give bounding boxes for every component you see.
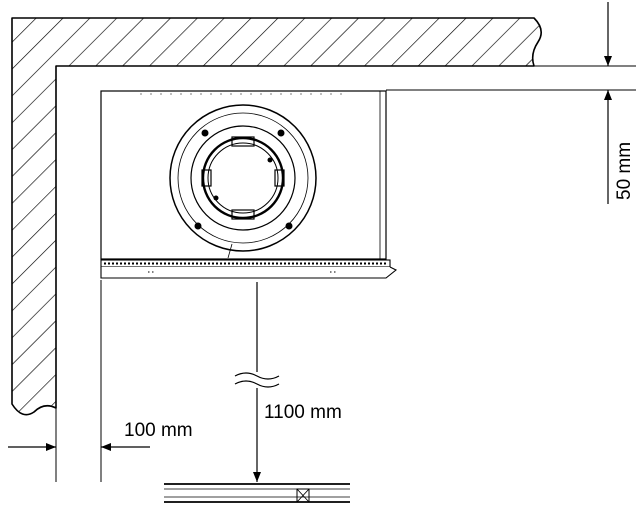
mounting-ring-outer xyxy=(169,104,317,252)
flange-tab-right xyxy=(274,169,285,187)
ceiling-clearance-label: 50 mm xyxy=(614,142,635,200)
floor-box-symbol xyxy=(296,488,310,503)
floor-reference xyxy=(164,483,350,503)
mounting-ring-inner xyxy=(190,125,296,231)
flange-screw-lower xyxy=(213,195,219,201)
mounting-height-label: 1100 mm xyxy=(264,402,342,423)
screw-top-left xyxy=(201,129,209,137)
ring-screws xyxy=(194,129,293,230)
flange-tab-left xyxy=(201,169,212,187)
mounting-ring-middle xyxy=(177,112,309,244)
wall-ceiling-section xyxy=(11,17,542,416)
mounting-flange-inner xyxy=(207,142,279,214)
flange-screw-upper xyxy=(267,157,273,163)
wall-hatch-area xyxy=(11,17,542,416)
round-mounting-ring xyxy=(169,104,317,259)
base-plate-bottom xyxy=(100,266,398,279)
device-base-plate xyxy=(100,259,398,279)
flange-tab-top xyxy=(231,136,255,147)
height-dim-break-upper xyxy=(234,372,280,380)
mounting-height-dimension xyxy=(234,282,280,482)
height-dim-break-lower xyxy=(234,380,280,388)
device-housing xyxy=(100,90,387,260)
screw-bottom-right xyxy=(285,222,293,230)
wall-clearance-label: 100 mm xyxy=(124,420,193,441)
screw-bottom-left xyxy=(194,222,202,230)
device-front-view xyxy=(100,90,398,279)
mounting-flange-outer xyxy=(201,136,285,220)
screw-top-right xyxy=(277,129,285,137)
floor-box-cross-2 xyxy=(296,488,310,503)
flange-tab-bottom xyxy=(231,209,255,220)
ring-detail-line xyxy=(227,243,233,259)
